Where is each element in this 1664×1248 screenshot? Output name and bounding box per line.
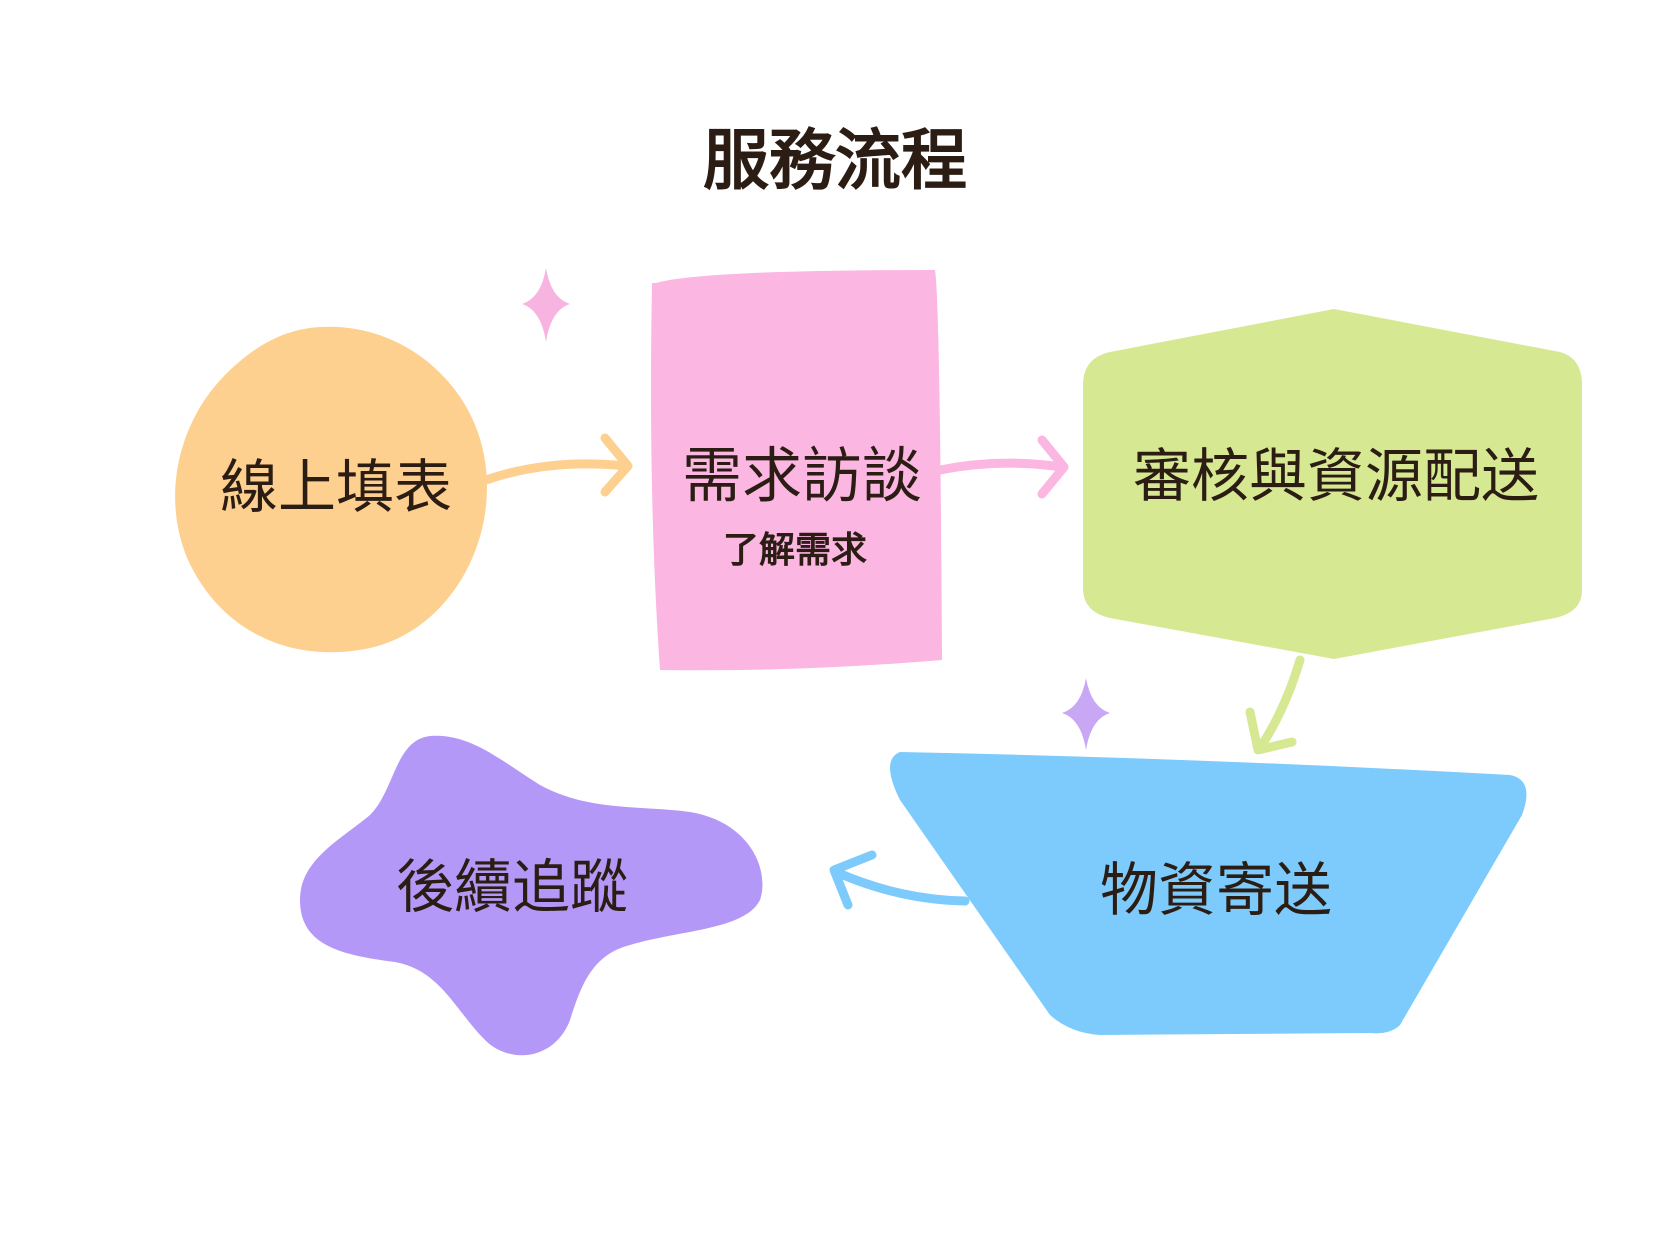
step-label-online-form: 線上填表 xyxy=(220,453,452,521)
arrow-icon xyxy=(481,433,633,497)
step-sublabel-needs-interview: 了解需求 xyxy=(723,530,867,571)
arrow-icon xyxy=(1245,655,1305,755)
arrow-icon xyxy=(829,850,970,910)
sparkle-icon xyxy=(522,268,570,342)
step-label-review-allocation: 審核與資源配送 xyxy=(1133,442,1539,510)
step-label-needs-interview: 需求訪談 xyxy=(682,442,922,512)
step-shape-online-form xyxy=(175,326,487,653)
arrow-icon xyxy=(935,435,1069,499)
step-label-supply-delivery: 物資寄送 xyxy=(1100,856,1332,924)
step-label-follow-up: 後續追蹤 xyxy=(396,853,628,921)
step-shape-review-allocation xyxy=(1083,309,1582,659)
step-shape-follow-up xyxy=(300,735,763,1056)
step-shape-needs-interview xyxy=(651,270,942,671)
sparkle-icon xyxy=(1062,678,1110,750)
diagram-title: 服務流程 xyxy=(703,122,967,199)
step-shape-supply-delivery xyxy=(890,752,1527,1035)
